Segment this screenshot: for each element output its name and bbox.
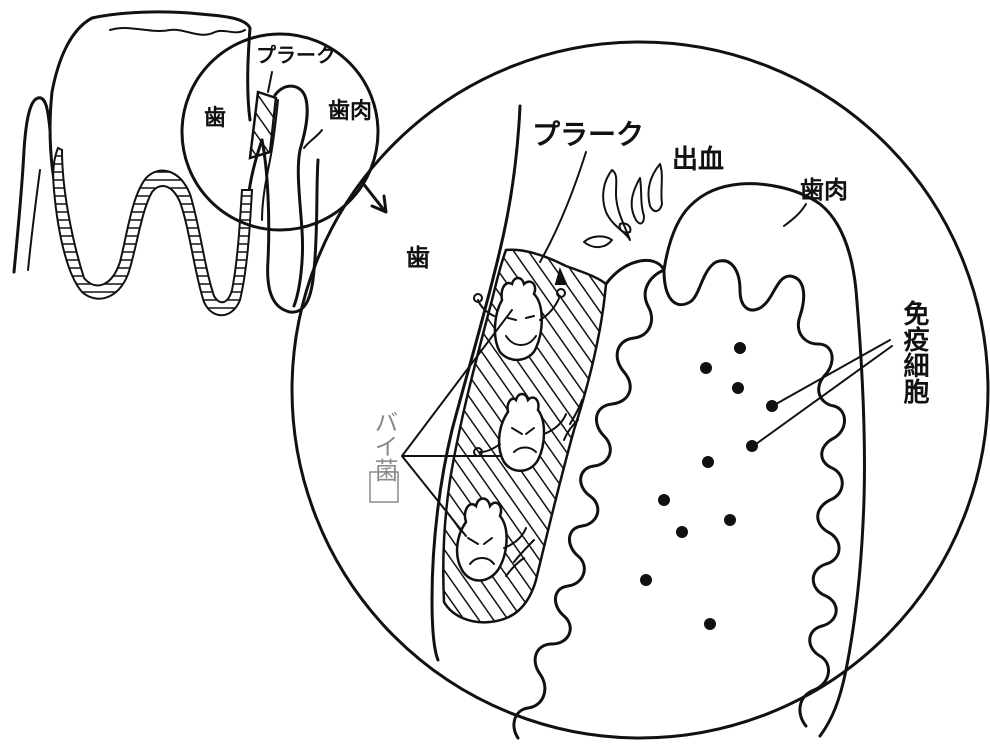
crown-texture-line [110, 28, 245, 35]
immune-cells-group [641, 343, 777, 629]
immune-cell-dot [641, 575, 651, 585]
blood-drop [632, 178, 644, 223]
alveolar-bone-left-inner [28, 170, 40, 270]
large-plaque-label: プラーク [532, 118, 644, 151]
immune-cell-dot [703, 457, 713, 467]
bacterium-body [457, 499, 507, 581]
bacterium-body [495, 278, 542, 360]
large-gum-label: 歯肉 [800, 176, 848, 204]
immune-cell-dot [733, 383, 743, 393]
large-tooth-label: 歯 [406, 244, 430, 272]
immune-cells-label: 免疫細胞 [899, 299, 929, 405]
small-gum-leader [304, 130, 322, 148]
gum-papillae-line [664, 261, 845, 726]
alveolar-bone-left [14, 98, 50, 272]
immune-cell-dot [701, 363, 711, 373]
small-gum-label-1: 歯肉 [328, 98, 372, 124]
large-gum-leader [784, 204, 806, 226]
bleeding-label: 出血 [672, 145, 724, 175]
bleeding-droplets [584, 164, 662, 247]
small-plaque-label: プラーク [256, 43, 336, 67]
immune-cells-leader-1 [776, 340, 890, 404]
small-tooth-label: 歯 [204, 105, 226, 131]
molar-crown-outline [52, 12, 250, 120]
root-ligament-band [53, 148, 252, 315]
immune-cell-dot [735, 343, 745, 353]
immune-cell-dot [677, 527, 687, 537]
blood-drop [584, 236, 612, 247]
blood-drop [648, 164, 662, 211]
immune-cell-dot [747, 441, 757, 451]
immune-cell-dot [659, 495, 669, 505]
blood-drop [603, 170, 630, 240]
small-gum-outline [275, 86, 307, 306]
immune-cell-dot [725, 515, 735, 525]
immune-cell-dot [705, 619, 715, 629]
immune-cells-leader-2 [756, 346, 892, 444]
small-plaque-leader [268, 72, 272, 92]
immune-cell-dot [767, 401, 777, 411]
large-plaque-leader [540, 152, 586, 262]
